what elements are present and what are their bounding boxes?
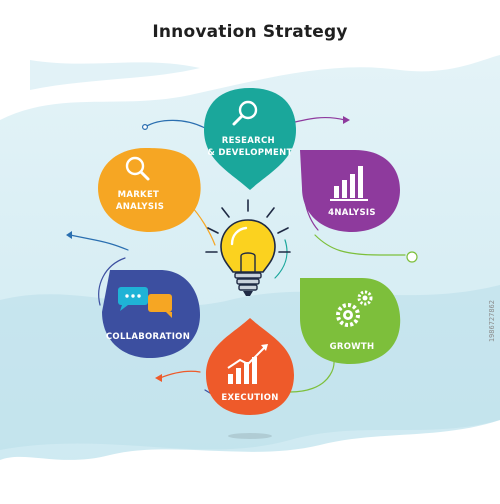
bulb-base-2 xyxy=(236,278,260,285)
rising-bar-chart-icon xyxy=(227,344,268,384)
connector-market-collab xyxy=(69,234,129,251)
growth-label: GROWTH xyxy=(330,342,375,352)
connector-node-dot-right xyxy=(406,251,418,263)
stock-watermark-id: 1986727862 xyxy=(488,300,496,343)
arrow-head-research xyxy=(343,116,350,124)
magnifier-icon xyxy=(125,156,150,181)
node-research: RESEARCH & DEVELOPMENT xyxy=(204,88,296,190)
svg-text:RESEARCH & DEVELOPMENT: RESEARCH & DEVELOPMENT xyxy=(207,136,292,158)
node-growth: GROWTH xyxy=(300,278,401,364)
research-blob xyxy=(204,88,296,190)
gears-icon xyxy=(336,290,373,327)
chat-bubbles-icon xyxy=(118,287,172,318)
bulb-base-1 xyxy=(234,272,262,279)
connector-execution-collab xyxy=(159,370,201,379)
node-collaboration: COLLABORATION xyxy=(102,270,200,358)
node-market-analysis: MARKET ANALYSIS xyxy=(98,148,201,232)
market-blob xyxy=(98,148,201,232)
bulb-glass xyxy=(220,219,276,273)
arrow-head-execution xyxy=(155,374,162,382)
bulb-highlight xyxy=(230,226,248,246)
market-label-line-2: ANALYSIS xyxy=(116,202,164,212)
execution-shadow xyxy=(228,433,272,439)
diagram-title: Innovation Strategy xyxy=(152,22,348,42)
light-rays xyxy=(205,199,291,253)
bulb-filament xyxy=(240,252,256,272)
connector-inner-loop-2 xyxy=(274,239,288,279)
connector-node-dot xyxy=(142,123,149,130)
research-label-line-2: & DEVELOPMENT xyxy=(207,148,292,158)
bulb-base-3 xyxy=(238,284,258,291)
arrow-head-market xyxy=(66,231,72,239)
collaboration-blob xyxy=(102,270,200,358)
node-analysis: 4NALYSIS xyxy=(300,150,400,232)
research-label-line-1: RESEARCH xyxy=(222,136,275,146)
analysis-label: 4NALYSIS xyxy=(328,208,376,218)
svg-text:MARKET ANALYSIS: MARKET ANALYSIS xyxy=(116,190,164,212)
execution-label: EXECUTION xyxy=(221,393,278,403)
market-label-line-1: MARKET xyxy=(118,190,160,200)
collaboration-label: COLLABORATION xyxy=(106,332,190,342)
bar-chart-icon xyxy=(330,166,368,201)
connector-analysis-growth xyxy=(314,234,406,256)
growth-blob xyxy=(300,278,401,364)
bulb-tip xyxy=(243,291,253,296)
connector-collab-market xyxy=(98,257,126,306)
lightbulb-icon xyxy=(205,199,291,296)
node-execution: EXECUTION xyxy=(206,318,294,439)
connector-market-research xyxy=(144,119,206,129)
magnifier-icon xyxy=(232,100,258,126)
execution-blob xyxy=(206,318,294,415)
